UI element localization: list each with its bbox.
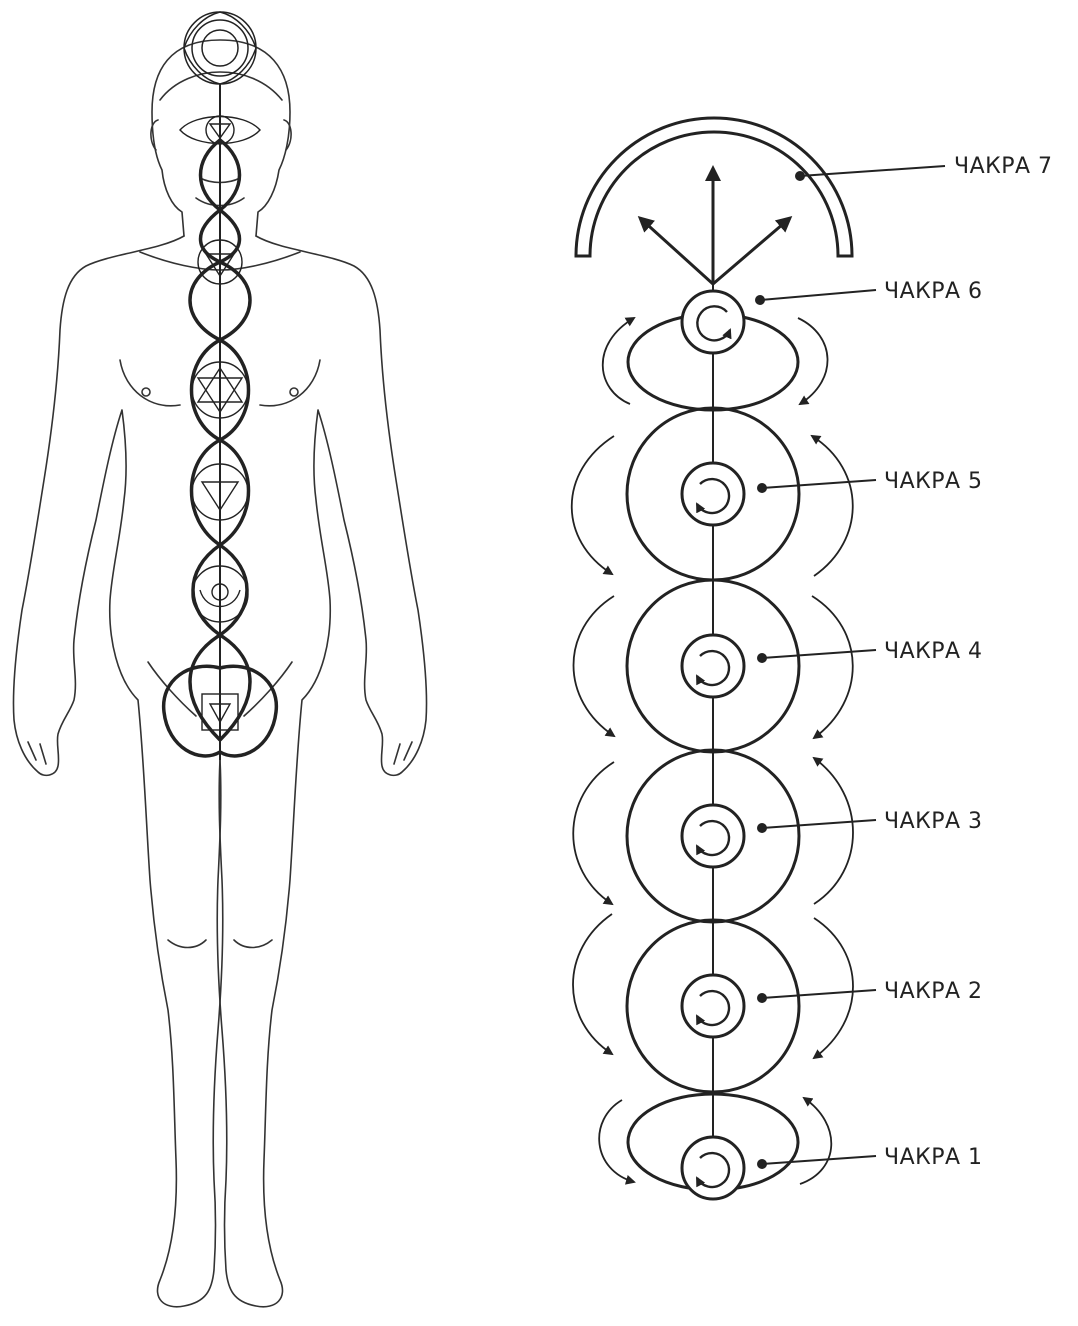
label-chakra-5: ЧАКРА 5 [884, 469, 983, 494]
knee-right [234, 940, 272, 948]
crown-arrow-left [640, 218, 713, 284]
flow-arrow [572, 436, 614, 574]
central-channel [164, 84, 277, 760]
flow-arrow [800, 1098, 831, 1184]
chakra-6-center [682, 291, 744, 353]
right-hand-fingers [394, 742, 412, 764]
chakra-labels: ЧАКРА 7 ЧАКРА 6 ЧАКРА 5 ЧАКРА 4 ЧАКРА 3 … [884, 154, 1053, 1170]
flow-arrow [574, 596, 615, 736]
flow-arrows-left [572, 318, 634, 1182]
chakra-4-center [682, 635, 744, 697]
crown-arrow-right [713, 218, 790, 284]
flow-arrow [812, 436, 853, 576]
right-nipple [290, 388, 298, 396]
flow-arrow [814, 918, 853, 1058]
chakra-5-center [682, 463, 744, 525]
knee-left [168, 940, 206, 948]
chest-left [120, 360, 180, 406]
chakra-2-center [682, 975, 744, 1037]
flow-arrow [798, 318, 828, 404]
flow-arrow [814, 758, 853, 904]
flow-arrow [573, 762, 614, 904]
label-chakra-2: ЧАКРА 2 [884, 979, 983, 1004]
label-chakra-1: ЧАКРА 1 [884, 1145, 983, 1170]
flow-arrow [573, 914, 612, 1054]
flow-arrows-right [798, 318, 853, 1184]
left-hand-fingers [28, 742, 46, 764]
label-chakra-3: ЧАКРА 3 [884, 809, 983, 834]
label-chakra-7: ЧАКРА 7 [954, 154, 1053, 179]
leader-lines [756, 166, 945, 1168]
label-chakra-6: ЧАКРА 6 [884, 279, 983, 304]
label-chakra-4: ЧАКРА 4 [884, 639, 983, 664]
chakra-3-center [682, 805, 744, 867]
flow-arrow [812, 596, 853, 738]
chest-right [260, 360, 320, 406]
crown-lotus-symbol [184, 12, 256, 84]
chakra-1-center [682, 1137, 744, 1199]
left-nipple [142, 388, 150, 396]
